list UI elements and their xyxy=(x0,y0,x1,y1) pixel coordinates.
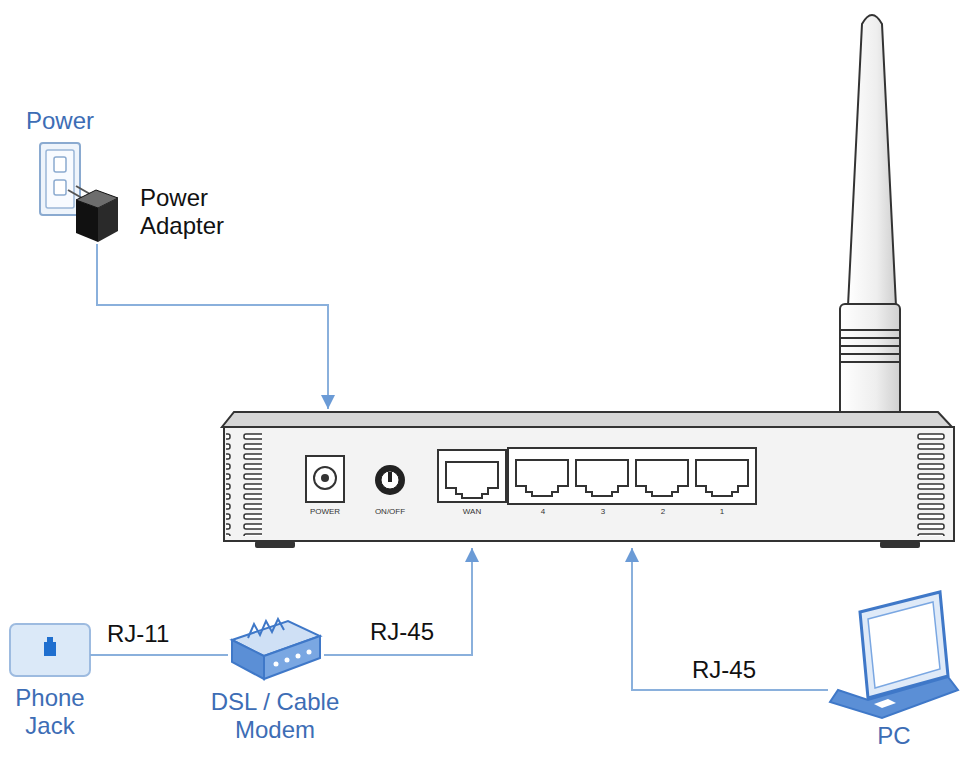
cable-line xyxy=(90,654,228,656)
modem-lights xyxy=(274,662,279,667)
port-label: 2 xyxy=(661,507,665,516)
cable-type-label: RJ-45 xyxy=(690,656,758,684)
antenna-ridges xyxy=(840,330,900,362)
router-body xyxy=(222,412,954,548)
lan-ports xyxy=(636,460,688,496)
power-outlet-icon xyxy=(40,143,80,215)
adapter-side xyxy=(98,198,118,242)
lan-port-frame xyxy=(508,448,756,504)
antenna-ridges xyxy=(840,361,900,363)
node-label: Phone Jack xyxy=(4,684,96,740)
laptop-pc: PC xyxy=(828,590,960,720)
jack-socket xyxy=(44,642,56,656)
antenna-ridges xyxy=(840,353,900,355)
power-switch-face xyxy=(381,471,399,489)
router-foot xyxy=(880,541,920,548)
adapter-front xyxy=(76,200,98,242)
adapter-prong xyxy=(76,186,90,194)
router-fins-right xyxy=(912,432,948,536)
outlet-face xyxy=(46,150,74,208)
port-label: ON/OFF xyxy=(375,507,405,516)
antenna-ridges xyxy=(840,329,900,331)
power-outlet: Power xyxy=(40,143,80,215)
phone-jack: Phone Jack xyxy=(10,624,90,676)
wan-port-frame xyxy=(438,450,506,502)
node-label: PC xyxy=(877,722,910,750)
modem: DSL / Cable Modem xyxy=(228,612,322,680)
phone-jack-icon xyxy=(10,624,90,676)
node-label: Power Adapter xyxy=(140,184,262,240)
power-adapter: Power Adapter xyxy=(76,190,118,242)
wireless-router: POWER ON/OFF WAN 4 3 2 1 xyxy=(225,410,958,547)
laptop-icon xyxy=(830,592,958,718)
modem-side xyxy=(264,636,320,679)
power-adapter-icon xyxy=(68,186,118,242)
lan-ports xyxy=(516,460,568,496)
outlet-socket xyxy=(54,180,66,195)
router-top xyxy=(222,412,952,427)
modem-icon xyxy=(232,619,320,679)
node-label: DSL / Cable Modem xyxy=(185,688,365,744)
port-label: 1 xyxy=(720,507,724,516)
laptop-base xyxy=(830,677,958,718)
outlet-socket xyxy=(54,157,66,172)
router-foot xyxy=(255,541,295,548)
antenna xyxy=(840,15,900,444)
lan-ports xyxy=(576,460,628,496)
antenna-rod xyxy=(848,15,896,306)
router-front xyxy=(224,427,954,541)
modem-logo xyxy=(248,619,284,638)
cable-line xyxy=(97,244,328,409)
cable-line xyxy=(324,548,472,655)
modem-lights xyxy=(285,658,290,663)
jack-socket-tab xyxy=(47,637,53,643)
node-label: Power xyxy=(26,107,94,135)
port-label: POWER xyxy=(310,507,340,516)
cable-type-label: RJ-45 xyxy=(368,618,436,646)
port-label: WAN xyxy=(463,507,481,516)
router-fins-left xyxy=(226,432,262,536)
port-label: 3 xyxy=(601,507,605,516)
jack-plate xyxy=(10,624,90,676)
modem-lights xyxy=(274,650,312,667)
laptop-display xyxy=(868,602,940,688)
lan-ports xyxy=(516,460,748,496)
laptop-touchpad xyxy=(874,699,896,708)
cable-type-label: RJ-11 xyxy=(105,620,171,648)
port-label: 4 xyxy=(541,507,545,516)
modem-front xyxy=(232,640,264,679)
power-switch xyxy=(375,465,405,495)
lan-ports xyxy=(696,460,748,496)
wan-port xyxy=(446,462,498,498)
outlet-plate xyxy=(40,143,80,215)
modem-lights xyxy=(296,654,301,659)
antenna-ridges xyxy=(840,345,900,347)
power-switch-mark xyxy=(388,472,392,482)
adapter-prong xyxy=(68,190,82,198)
antenna-ridges xyxy=(840,337,900,339)
power-jack-ring xyxy=(314,467,336,489)
power-jack-pin xyxy=(321,474,329,482)
power-jack xyxy=(306,456,344,502)
modem-lights xyxy=(307,650,312,655)
cable-line xyxy=(632,548,828,690)
